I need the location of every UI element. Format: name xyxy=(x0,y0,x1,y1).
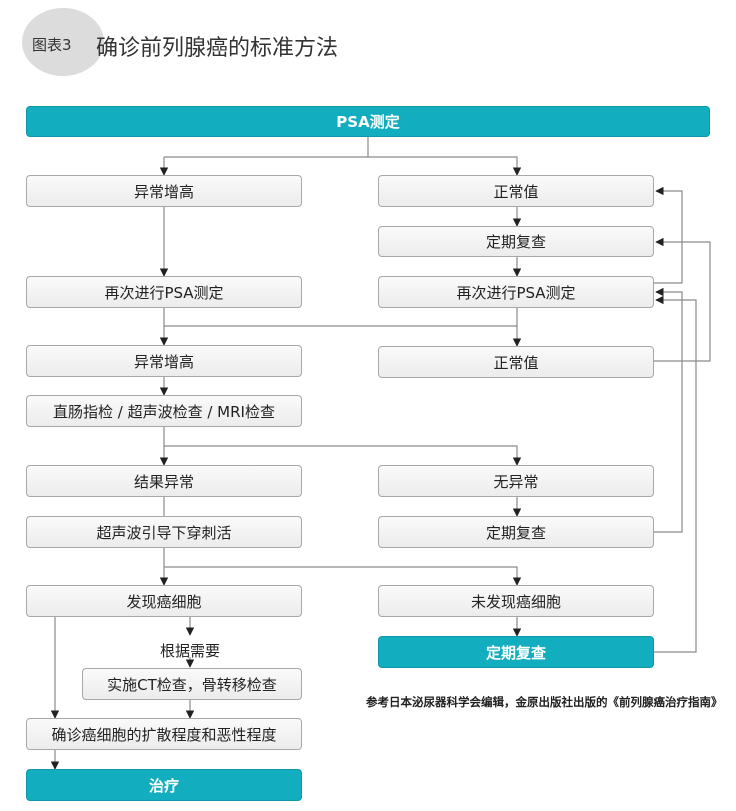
repeat-psa-box-left: 再次进行PSA测定 xyxy=(26,276,302,308)
periodic-recheck-box-2: 定期复查 xyxy=(378,516,654,548)
confirm-spread-grade-box: 确诊癌细胞的扩散程度和恶性程度 xyxy=(26,718,302,750)
dre-ultrasound-mri-box: 直肠指检 / 超声波检查 / MRI检查 xyxy=(26,395,302,427)
psa-test-box: PSA测定 xyxy=(26,106,710,137)
page-title: 确诊前列腺癌的标准方法 xyxy=(96,36,339,61)
cancer-not-found-box: 未发现癌细胞 xyxy=(378,585,654,617)
result-abnormal-box: 结果异常 xyxy=(26,465,302,497)
ct-bone-scan-box: 实施CT检查，骨转移检查 xyxy=(82,668,302,700)
no-abnormality-box: 无异常 xyxy=(378,465,654,497)
normal-value-box-2: 正常值 xyxy=(378,346,654,378)
repeat-psa-box-right: 再次进行PSA测定 xyxy=(378,276,654,308)
periodic-recheck-box-3: 定期复查 xyxy=(378,636,654,668)
abnormal-high-box-1: 异常增高 xyxy=(26,175,302,207)
figure-badge-circle xyxy=(22,8,104,76)
periodic-recheck-box-1: 定期复查 xyxy=(378,226,654,257)
cancer-found-box: 发现癌细胞 xyxy=(26,585,302,617)
source-note: 参考日本泌尿器科学会编辑，金原出版社出版的《前列腺癌治疗指南》 xyxy=(366,695,723,709)
normal-value-box-1: 正常值 xyxy=(378,175,654,207)
abnormal-high-box-2: 异常增高 xyxy=(26,345,302,377)
ultrasound-biopsy-box: 超声波引导下穿刺活 xyxy=(26,516,302,548)
as-needed-label: 根据需要 xyxy=(160,642,221,660)
treatment-box: 治疗 xyxy=(26,769,302,801)
figure-badge-label: 图表3 xyxy=(32,36,72,54)
